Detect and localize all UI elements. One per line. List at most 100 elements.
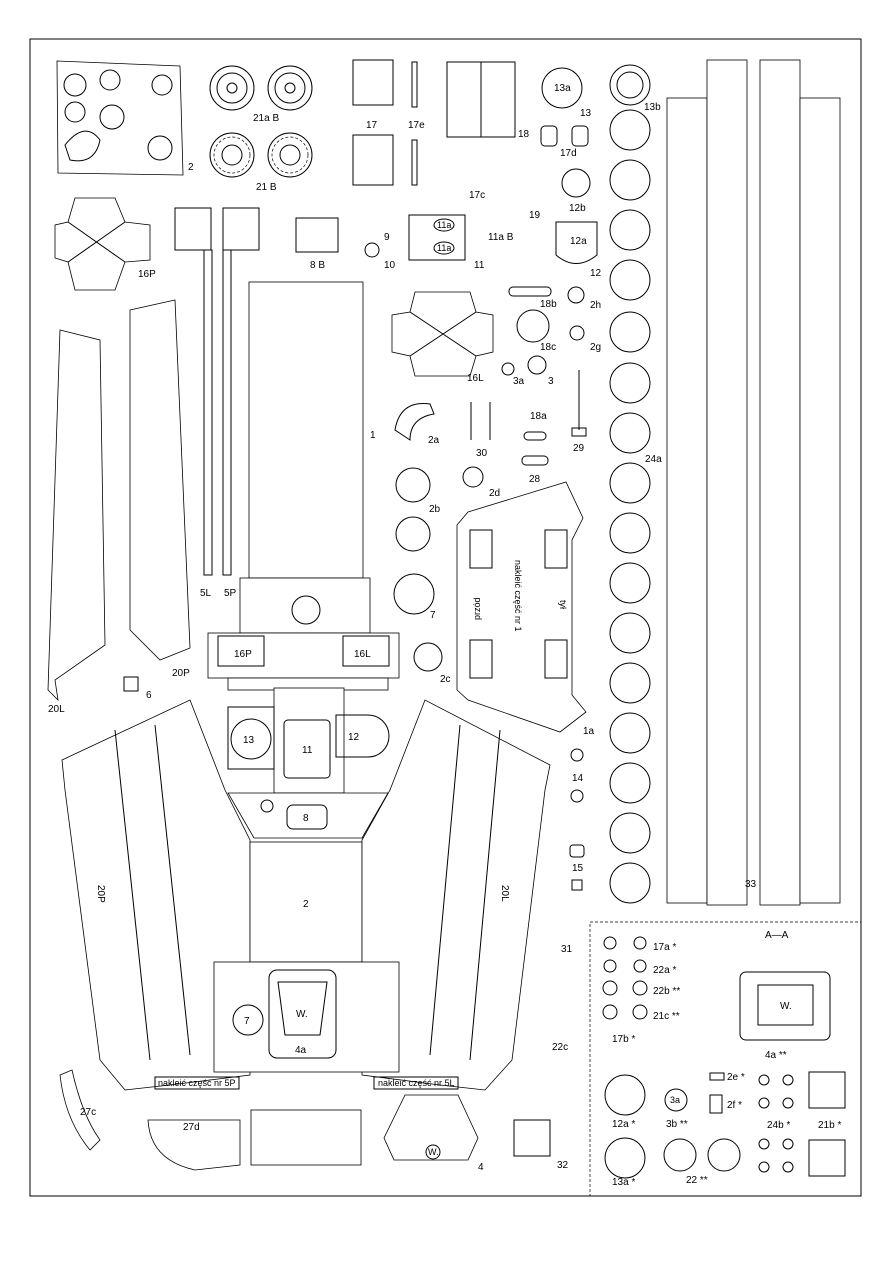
part-2-plate — [56, 60, 184, 176]
label-12a: 12a — [570, 236, 587, 247]
label-AA: A—A — [765, 930, 789, 941]
part-20L-panel — [47, 329, 106, 702]
label-3: 3 — [548, 376, 554, 387]
part-1-hull-top — [248, 281, 364, 579]
label-20P-wing: 20P — [95, 885, 106, 903]
label-9: 9 — [384, 232, 390, 243]
part-2-floor — [249, 841, 363, 963]
label-part1-rear: tył — [558, 600, 568, 609]
part-20L-wing — [361, 699, 551, 1091]
label-2e: 2e * — [727, 1072, 745, 1083]
label-12as: 12a * — [612, 1119, 635, 1130]
label-part1-front: przód — [472, 597, 482, 620]
label-22b: 22b ** — [653, 986, 680, 997]
label-28: 28 — [529, 474, 541, 485]
label-1a: 1a — [583, 726, 595, 737]
label-22c: 22c — [552, 1042, 568, 1053]
label-11: 11 — [474, 260, 485, 271]
label-18: 18 — [518, 129, 530, 140]
label-5L: 5L — [200, 588, 212, 599]
label-4: 4 — [478, 1162, 484, 1173]
label-17b: 17b * — [612, 1034, 635, 1045]
label-13: 13 — [580, 108, 592, 119]
label-27c: 27c — [80, 1107, 96, 1118]
label-8-box: 8 — [303, 813, 309, 824]
part-21a-wheels — [209, 65, 313, 111]
label-17c: 17c — [469, 190, 485, 201]
label-18c: 18c — [540, 342, 556, 353]
label-6: 6 — [146, 690, 152, 701]
label-17a: 17a * — [653, 942, 676, 953]
label-2b: 2b — [429, 504, 441, 515]
label-31: 31 — [561, 944, 573, 955]
label-22: 22 ** — [686, 1175, 708, 1186]
label-3b: 3b ** — [666, 1119, 688, 1130]
label-2h: 2h — [590, 300, 601, 311]
label-21a: 21a B — [253, 113, 279, 124]
label-27d: 27d — [183, 1122, 200, 1133]
part-24a-wheels — [609, 109, 651, 904]
label-11a-box2: 11a — [437, 243, 451, 253]
label-2g: 2g — [590, 342, 601, 353]
label-7: 7 — [430, 610, 436, 621]
label-2d: 2d — [489, 488, 500, 499]
label-2a: 2a — [428, 435, 440, 446]
part-16P-net — [54, 197, 151, 291]
sheet-border — [29, 38, 862, 1197]
part-20P-wing — [61, 699, 251, 1091]
label-17d: 17d — [560, 148, 577, 159]
label-3a-circle: 3a — [670, 1095, 680, 1105]
part-1-net — [456, 481, 587, 733]
label-18b: 18b — [540, 299, 557, 310]
label-2c: 2c — [440, 674, 451, 685]
label-12-box: 12 — [348, 732, 360, 743]
label-note-5P: nakleić część nr 5P — [158, 1078, 236, 1088]
label-10: 10 — [384, 260, 396, 271]
label-5P: 5P — [224, 588, 237, 599]
label-16P-box: 16P — [234, 649, 252, 660]
label-21: 21 B — [256, 182, 277, 193]
label-33: 33 — [745, 879, 757, 890]
label-4as: 4a ** — [765, 1050, 787, 1061]
label-4a: 4a — [295, 1045, 307, 1056]
label-11-box: 11 — [302, 745, 313, 756]
label-17: 17 — [366, 120, 378, 131]
label-21c: 21c ** — [653, 1011, 680, 1022]
part-20P-panel — [129, 299, 191, 661]
label-13-box: 13 — [243, 735, 255, 746]
label-14: 14 — [572, 773, 584, 784]
label-12: 12 — [590, 268, 602, 279]
label-12b: 12b — [569, 203, 586, 214]
label-2: 2 — [188, 162, 194, 173]
box-16P — [217, 635, 265, 667]
label-part1-note: nakleić część nr 1 — [513, 560, 523, 632]
label-17e: 17e — [408, 120, 425, 131]
label-8: 8 B — [310, 260, 325, 271]
label-16L-box: 16L — [354, 649, 371, 660]
label-22a: 22a * — [653, 965, 676, 976]
part-33-track-1 — [666, 97, 708, 904]
label-1: 1 — [370, 430, 376, 441]
label-3a: 3a — [513, 376, 525, 387]
label-19: 19 — [529, 210, 541, 221]
label-15: 15 — [572, 863, 584, 874]
label-2f: 2f * — [727, 1100, 742, 1111]
label-11aB: 11a B — [488, 232, 514, 243]
label-21b: 21b * — [818, 1120, 841, 1131]
label-13as: 13a * — [612, 1177, 635, 1188]
label-24a: 24a — [645, 454, 662, 465]
part-21-wheels — [209, 132, 313, 178]
label-20L-wing: 20L — [499, 885, 510, 902]
label-W-4: W. — [428, 1147, 439, 1157]
label-18a: 18a — [530, 411, 547, 422]
label-W-box: W. — [780, 1001, 792, 1012]
optional-parts-area — [589, 921, 862, 1197]
label-7-circle: 7 — [244, 1016, 250, 1027]
label-16P: 16P — [138, 269, 156, 280]
label-13b: 13b — [644, 102, 661, 113]
label-20L: 20L — [48, 704, 65, 715]
label-2-floor: 2 — [303, 899, 309, 910]
label-note-5L: nakleić część nr 5L — [378, 1078, 455, 1088]
label-W-4a: W. — [296, 1009, 308, 1020]
